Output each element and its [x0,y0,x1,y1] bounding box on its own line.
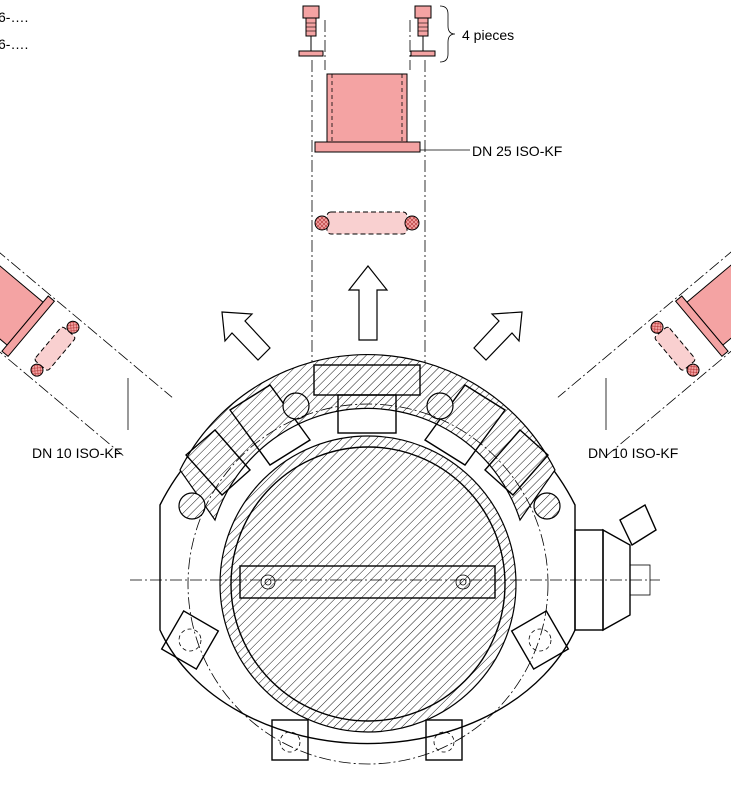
bolt-icon [298,5,324,57]
dn10-right-label: DN 10 ISO-KF [588,445,678,461]
brace-icon [439,5,456,63]
bolt-icon [410,5,436,57]
screw-icon [271,719,309,761]
top-port-group: 4 pieces DN 25 ISO-KF [298,5,562,398]
dn25-label: DN 25 ISO-KF [472,143,562,159]
centering-ring [326,211,408,235]
right-port-group: DN 10 ISO-KF [473,197,731,461]
arrow-upleft-icon [221,311,271,361]
dn25-flange-body [326,73,408,143]
dn10-left-label: DN 10 ISO-KF [32,445,122,461]
left-port-group: DN 10 ISO-KF [0,197,271,461]
valve-housing [130,354,660,765]
arrow-upright-icon [473,311,523,361]
pieces-label: 4 pieces [462,27,514,43]
header-line-2: 6-…. [0,36,28,52]
screw-icon [425,719,463,761]
dn25-flange-rim [314,141,421,153]
screw-icon [510,609,570,671]
arrow-up-icon [347,265,389,341]
screw-icon [160,609,220,671]
header-line-1: 6-…. [0,9,28,25]
